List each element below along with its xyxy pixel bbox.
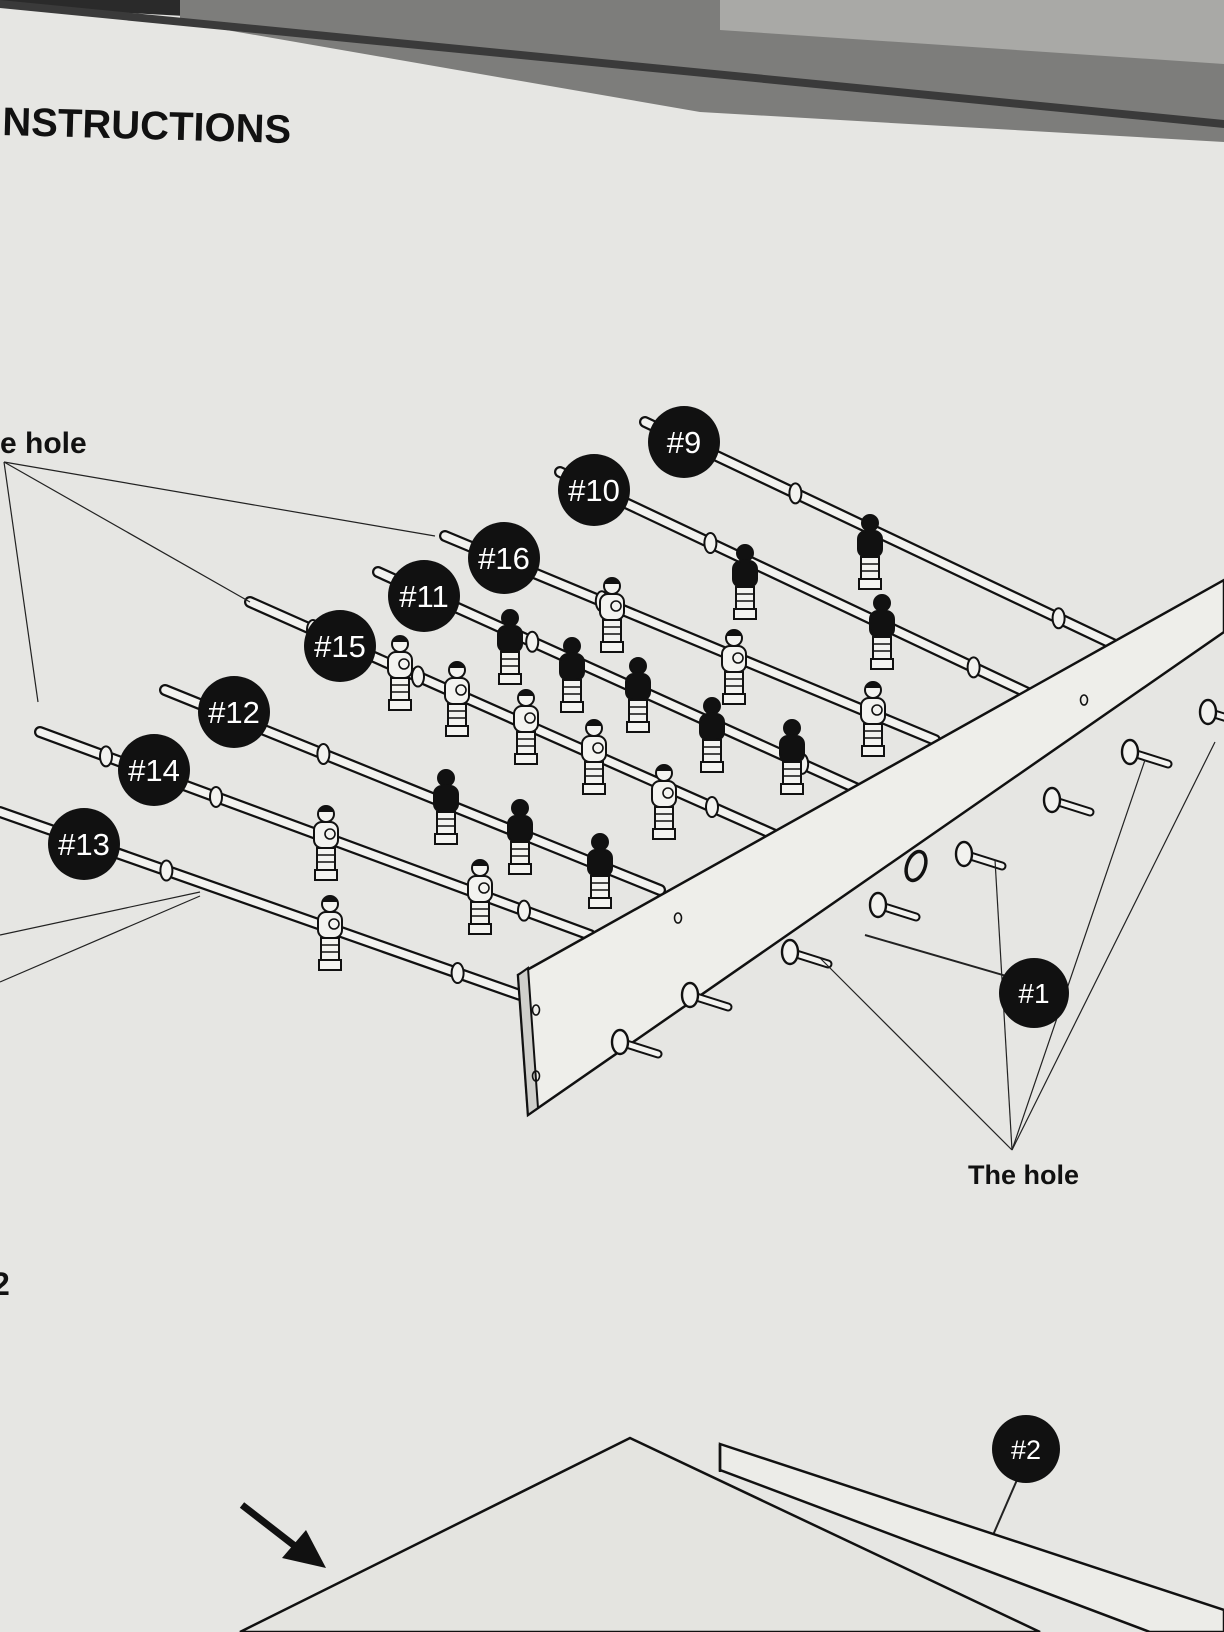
rod-11-collar-1	[525, 630, 540, 653]
rod-13-collar-1	[159, 859, 174, 882]
player-figure-21	[317, 895, 343, 971]
panel-hole-1	[531, 1070, 541, 1082]
panel-hole-3	[1079, 694, 1089, 706]
callout-2: #2	[992, 1415, 1060, 1483]
leader-hole-right-d	[1011, 741, 1216, 1151]
bolt-2	[780, 938, 833, 969]
leader-hole-left	[3, 461, 436, 537]
player-figure-11	[559, 637, 585, 713]
leader-hole-right-c	[1011, 759, 1146, 1151]
player-figure-0	[857, 514, 883, 590]
player-figure-7	[599, 577, 625, 653]
panel-bolts	[531, 694, 1224, 1082]
edge-number: 2	[0, 1266, 10, 1302]
player-figure-5	[699, 697, 725, 773]
callout-14: #14	[118, 734, 190, 806]
callout-11: #11	[388, 560, 460, 632]
callout-10-text: #10	[568, 473, 620, 508]
player-figure-3	[732, 544, 758, 620]
panel-hole-0	[531, 1004, 541, 1016]
frame-top-light	[720, 0, 1224, 64]
player-figure-4	[721, 629, 747, 705]
callout-12-text: #12	[208, 695, 260, 730]
leader-left-d	[0, 891, 201, 936]
player-figure-10	[497, 609, 523, 685]
player-figure-12	[581, 719, 607, 795]
bolt-5	[1042, 786, 1095, 817]
player-figure-19	[313, 805, 339, 881]
hole-label-right: The hole	[968, 1160, 1079, 1190]
callout-1-text: #1	[1018, 978, 1049, 1009]
player-figure-15	[513, 689, 539, 765]
next-step-preview	[239, 1436, 1224, 1632]
rod-10-collar-1	[703, 532, 718, 555]
callout-9: #9	[648, 406, 720, 478]
rod-14-collar-1	[209, 785, 223, 808]
bolt-1	[680, 981, 733, 1012]
bolt-3	[868, 891, 921, 922]
callout-2-text: #2	[1011, 1435, 1041, 1465]
callout-15: #15	[304, 610, 376, 682]
player-figure-9	[651, 764, 677, 840]
rod-9-collar-1	[788, 482, 803, 505]
direction-arrow	[239, 1502, 326, 1568]
callout-16: #16	[468, 522, 540, 594]
callout-13-text: #13	[58, 827, 110, 862]
rod-10-collar-2	[966, 656, 981, 679]
player-figure-20	[467, 859, 493, 935]
player-figure-8	[625, 657, 651, 733]
rod-15-collar-2	[705, 796, 719, 819]
player-figure-16	[433, 769, 459, 845]
bolt-0	[610, 1028, 663, 1059]
callout-13: #13	[48, 808, 120, 880]
rod-15-collar-1	[411, 665, 425, 688]
callout-15-text: #15	[314, 629, 366, 664]
leader-hole-right-a	[819, 957, 1013, 1151]
player-figure-13	[387, 635, 413, 711]
callouts-layer: #9 #10 #16 #11 #15 #12 #14 #13	[48, 406, 1069, 1483]
leader-hole-left-c	[3, 461, 39, 703]
bottom-table-top	[239, 1436, 1041, 1632]
callout-10: #10	[558, 454, 630, 526]
player-figure-18	[587, 833, 613, 909]
rod-10	[554, 466, 1036, 700]
rod-9-collar-2	[1051, 607, 1066, 630]
bolt-6	[1120, 738, 1173, 769]
callout-16-text: #16	[478, 541, 530, 576]
rod-14-collar-0	[99, 745, 113, 768]
callout-9-text: #9	[667, 425, 701, 460]
player-figure-17	[507, 799, 533, 875]
callout-11-text: #11	[399, 579, 448, 614]
player-figure-6	[779, 719, 805, 795]
callout-1: #1	[999, 958, 1069, 1028]
leader-left-e	[0, 895, 201, 983]
rod-13-collar-2	[450, 962, 465, 985]
panel-hole-2	[673, 912, 683, 924]
page-title: NSTRUCTIONS	[2, 100, 292, 152]
leader-hole-left-b	[3, 461, 251, 603]
frame-top-edge	[0, 0, 1224, 128]
callout-12: #12	[198, 676, 270, 748]
hole-label-left: e hole	[0, 427, 87, 460]
washer-ring	[904, 849, 928, 883]
callout-14-text: #14	[128, 753, 180, 788]
rod-12-collar-1	[316, 743, 331, 765]
leader-one	[864, 934, 1021, 981]
rod-14-collar-2	[517, 899, 531, 922]
side-panel	[516, 578, 1224, 1118]
bolt-7	[1198, 698, 1224, 726]
player-figure-2	[860, 681, 886, 757]
player-figure-1	[869, 594, 895, 670]
player-figure-14	[444, 661, 470, 737]
